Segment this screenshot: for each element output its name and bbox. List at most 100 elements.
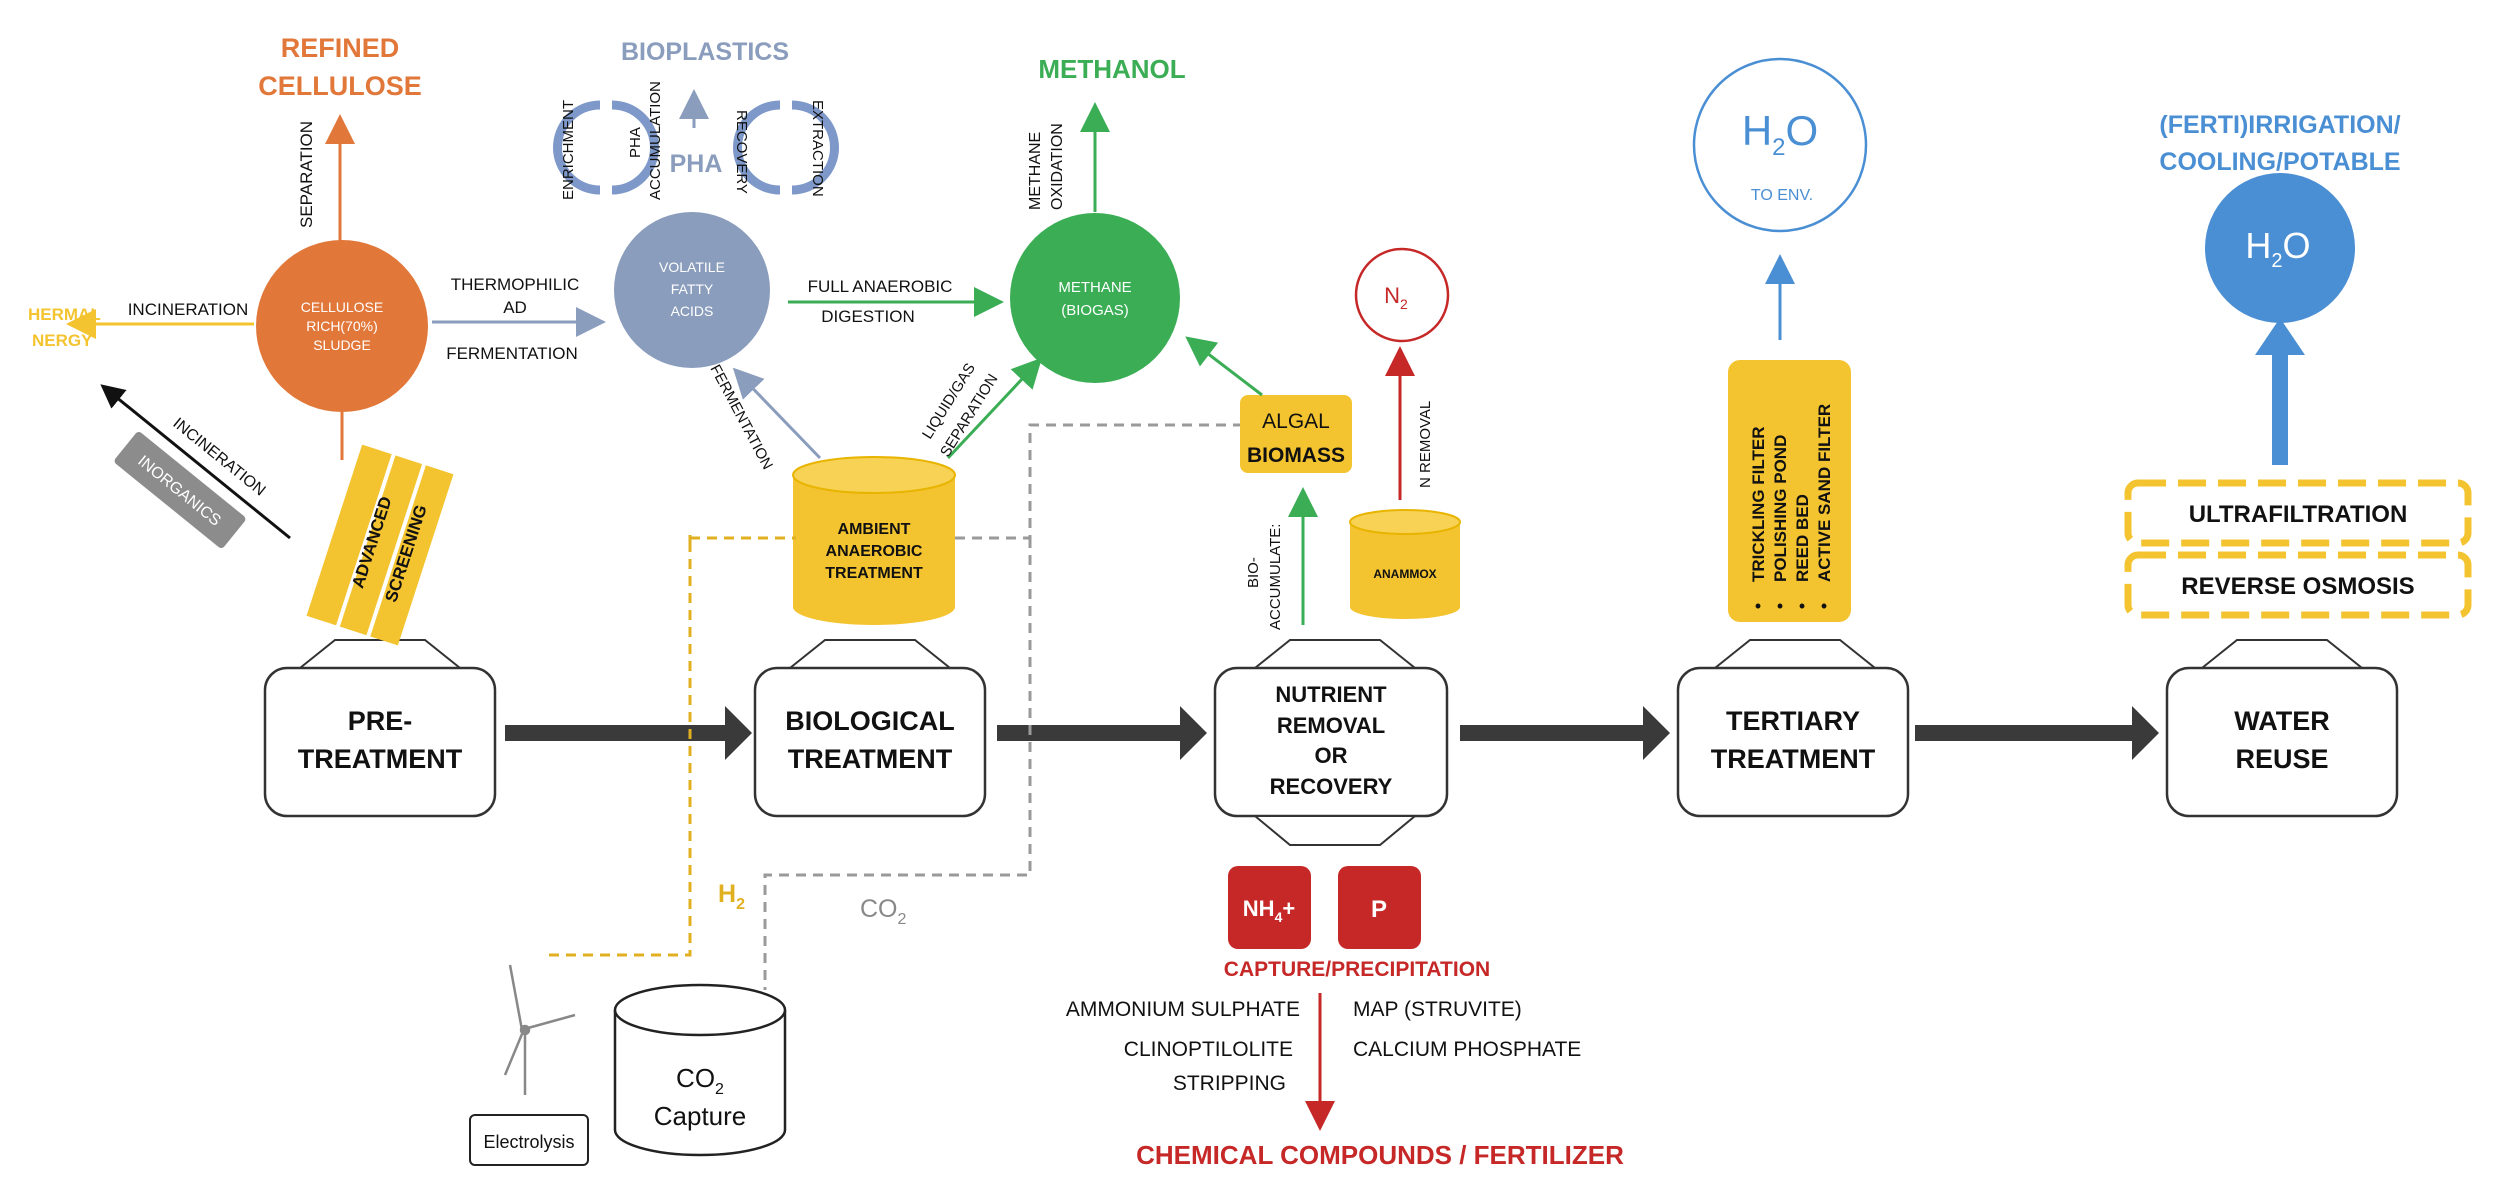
co2-dashed-upper <box>955 423 1240 540</box>
stage-pretreatment: PRE- TREATMENT <box>263 639 497 818</box>
h2o-reuse-label: H2O <box>2245 225 2310 272</box>
full-anaerobic-line2: DIGESTION <box>821 307 915 326</box>
p-label: P <box>1371 896 1387 923</box>
algal-line2: BIOMASS <box>1247 444 1345 467</box>
flow-arrow-4 <box>1915 706 2159 760</box>
tertiary-options-box <box>1728 360 1851 622</box>
methane-line1: METHANE <box>1058 279 1131 296</box>
stage-reuse: WATER REUSE <box>2165 639 2399 818</box>
stage-pretreatment-line1: PRE- <box>348 706 413 736</box>
method-left-3: STRIPPING <box>1173 1072 1286 1095</box>
incineration-label: INCINERATION <box>128 300 249 319</box>
method-right-2: CALCIUM PHOSPHATE <box>1353 1038 1581 1061</box>
liquid-gas-arrow <box>946 357 1043 460</box>
vfa-node <box>614 212 770 368</box>
n2-node <box>1354 247 1450 343</box>
enrichment-cycle-left-icon <box>553 100 601 195</box>
pretreatment-branch: REFINED CELLULOSE SEPARATION CELLULOSE R… <box>28 33 454 646</box>
cellulose-sludge-node <box>256 240 428 412</box>
nutrient-branch: ALGAL BIOMASS BIO- ACCUMULATE: ANAMMOX N… <box>1066 247 1624 1170</box>
flow-arrow-3 <box>1460 706 1670 760</box>
thermal-energy-line2: NERGY <box>32 331 93 350</box>
ambient-line3: TREATMENT <box>825 565 923 582</box>
flow-arrow-1 <box>505 706 752 760</box>
tertiary-option-3: REED BED <box>1793 494 1812 582</box>
electrolysis-box <box>469 1114 589 1166</box>
cellulose-line2: RICH(70%) <box>306 318 378 334</box>
extraction-label: EXTRACTION <box>809 100 826 197</box>
main-flow-arrows <box>505 706 2159 760</box>
recovery-label: RECOVERY <box>733 110 750 194</box>
cellulose-line3: SLUDGE <box>313 337 371 353</box>
irrigation-line2: COOLING/POTABLE <box>2159 148 2400 176</box>
methanol-label: METHANOL <box>1038 54 1185 84</box>
stage-tertiary: TERTIARY TREATMENT <box>1676 639 1910 818</box>
stage-nutrient-line3: OR <box>1315 743 1348 768</box>
reverse-osmosis-label: REVERSE OSMOSIS <box>2181 573 2414 600</box>
h2-dashed-line <box>545 535 692 957</box>
methane-ox-line1: METHANE <box>1027 132 1044 210</box>
inorganics-arrow <box>100 384 291 540</box>
stage-biological-line2: TREATMENT <box>788 744 953 774</box>
stage-tertiary-line2: TREATMENT <box>1711 744 1876 774</box>
nh4-label: NH4+ <box>1243 896 1295 925</box>
separation-label: SEPARATION <box>297 121 316 228</box>
chemical-label: CHEMICAL COMPOUNDS / FERTILIZER <box>1136 1140 1624 1170</box>
co2-label: CO2 <box>860 895 907 928</box>
tertiary-branch: H2O TO ENV. TRICKLING FILTER POLISHING P… <box>1692 57 1868 622</box>
n2-label: N2 <box>1384 283 1408 312</box>
algal-line1: ALGAL <box>1262 410 1330 433</box>
co2-capture-tank: CO2 Capture <box>613 983 787 1157</box>
vfa-line3: ACIDS <box>671 303 714 319</box>
reverse-osmosis-box <box>2124 551 2472 619</box>
tertiary-option-4: ACTIVE SAND FILTER <box>1815 404 1834 582</box>
nh4-box <box>1228 866 1311 949</box>
bioplastics-label: BIOPLASTICS <box>621 38 789 66</box>
ambient-line2: ANAEROBIC <box>826 543 923 560</box>
h2o-env-node <box>1692 57 1868 233</box>
tertiary-bullet-3: • <box>1799 596 1805 616</box>
algal-biomass-box <box>1240 395 1352 473</box>
irrigation-line1: (FERTI)IRRIGATION/ <box>2159 111 2400 139</box>
anammox-tank: ANAMMOX <box>1349 509 1461 619</box>
cellulose-line1: CELLULOSE <box>301 299 383 315</box>
extraction-cycle-left-icon <box>733 100 781 195</box>
tertiary-bullet-4: • <box>1821 596 1827 616</box>
stage-nutrient-line4: RECOVERY <box>1270 774 1393 799</box>
advanced-screening: ADVANCED SCREENING <box>306 444 454 646</box>
tertiary-option-1: TRICKLING FILTER <box>1749 427 1768 583</box>
thermophilic-line2: AD <box>503 298 527 317</box>
stage-pretreatment-line2: TREATMENT <box>298 744 463 774</box>
thermal-energy-line1: HERMAL <box>28 305 101 324</box>
flow-arrow-2 <box>997 706 1207 760</box>
method-left-2: CLINOPTILOLITE <box>1124 1038 1293 1061</box>
ambient-line1: AMBIENT <box>838 521 911 538</box>
extraction-cycle-right-icon <box>791 100 839 195</box>
enrichment-cycle-right-icon <box>611 100 659 195</box>
co2-capture-label: CO2 <box>676 1063 724 1098</box>
p-box <box>1338 866 1421 949</box>
enrichment-label: ENRICHMENT <box>560 100 577 200</box>
stage-biological-line1: BIOLOGICAL <box>785 706 955 736</box>
algal-to-methane-arrow <box>1185 336 1263 397</box>
stage-tertiary-line1: TERTIARY <box>1726 706 1860 736</box>
h2-label: H2 <box>718 880 745 913</box>
pha-acc-line2: ACCUMULATION <box>647 81 664 200</box>
stage-nutrient: NUTRIENT REMOVAL OR RECOVERY <box>1213 639 1449 846</box>
full-anaerobic-line1: FULL ANAEROBIC <box>808 277 953 296</box>
stage-reuse-line1: WATER <box>2234 706 2330 736</box>
to-env-label: TO ENV. <box>1751 187 1813 204</box>
thermophilic-line1: THERMOPHILIC <box>451 275 579 294</box>
co2-capture-line2: Capture <box>654 1101 747 1131</box>
bio-acc-line2: ACCUMULATE: <box>1267 524 1284 630</box>
stage-reuse-line2: REUSE <box>2235 744 2328 774</box>
pha-label: PHA <box>670 150 723 178</box>
h2o-env-label: H2O <box>1742 107 1818 161</box>
refined-cellulose-line2: CELLULOSE <box>258 71 422 101</box>
ultrafiltration-box <box>2124 479 2472 547</box>
vfa-line1: VOLATILE <box>659 259 725 275</box>
stage-nutrient-line1: NUTRIENT <box>1275 682 1387 707</box>
biological-branch: THERMOPHILIC AD FERMENTATION VOLATILE FA… <box>432 38 1186 625</box>
anammox-label: ANAMMOX <box>1373 567 1436 581</box>
